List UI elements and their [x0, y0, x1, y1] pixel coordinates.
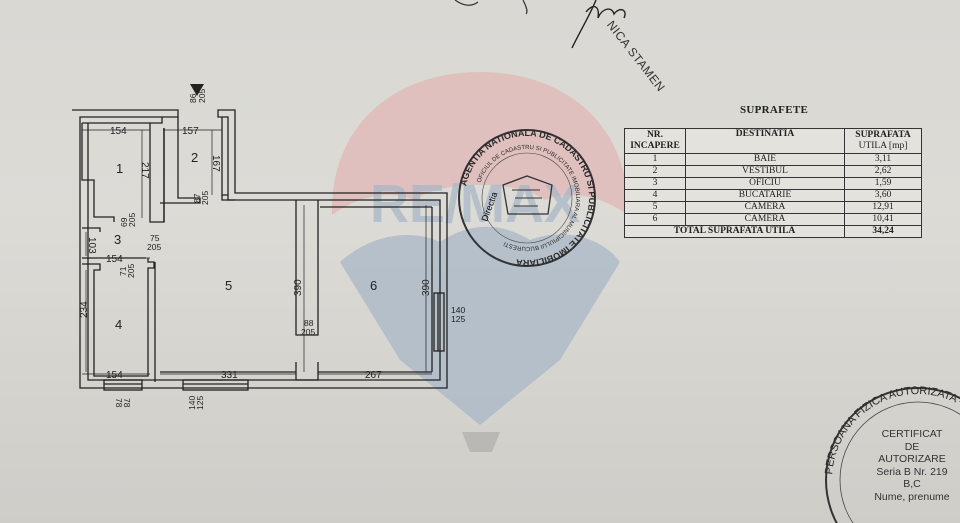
header-suprafata-line1: SUPRAFATA — [855, 130, 911, 140]
dim-window-room4-top: 78 — [114, 398, 124, 408]
dim-door-entrance-bottom: 205 — [197, 89, 207, 103]
dim-room4-height: 234 — [79, 301, 90, 318]
header-suprafata: SUPRAFATA UTILA [mp] — [844, 128, 922, 154]
dim-room1-width: 154 — [110, 126, 127, 137]
dim-door-room3-bottom: 205 — [147, 242, 161, 252]
entrance-arrow-icon — [190, 84, 204, 96]
dim-door-room2-top: 87 — [192, 193, 202, 203]
dim-window-room5-top: 140 — [187, 396, 197, 410]
dim-door-room1-bottom: 205 — [127, 213, 137, 227]
header-nr-incapere: NR. INCAPERE — [624, 128, 686, 154]
dim-room4-bottom-width: 154 — [106, 370, 123, 381]
header-incapere: INCAPERE — [630, 141, 680, 151]
surfaces-table-title: SUPRAFETE — [740, 104, 809, 116]
total-label: TOTAL SUPRAFATA UTILA — [624, 225, 845, 238]
dim-door-room4-top: 71 — [118, 266, 128, 276]
room-label-3: 3 — [114, 232, 121, 247]
cert-lines: CERTIFICAT DE AUTORIZARE Seria B Nr. 219… — [872, 428, 952, 503]
dim-window-room6-top: 140 — [451, 305, 465, 315]
cert-line: CERTIFICAT — [881, 428, 943, 440]
dim-room1-height: 217 — [139, 162, 150, 179]
surfaces-table: NR. INCAPERE DESTINATIA SUPRAFATA UTILA … — [624, 128, 922, 238]
dim-room3-height: 103 — [86, 237, 97, 254]
table-row: 1 BAIE 3,11 — [624, 153, 922, 166]
room-label-1: 1 — [116, 161, 123, 176]
dim-window-room6-bottom: 125 — [451, 314, 465, 324]
table-total-row: TOTAL SUPRAFATA UTILA 34,24 — [624, 225, 922, 238]
header-nr: NR. — [646, 130, 664, 140]
dim-room5-bottom-width: 331 — [221, 370, 238, 381]
dim-window-room4-bottom: 78 — [122, 398, 132, 408]
cert-line: Nume, prenume — [874, 490, 950, 503]
cert-line: DE — [904, 440, 920, 453]
table-row: 4 BUCATARIE 3,60 — [624, 189, 922, 202]
dim-door-room6-top: 88 — [304, 318, 314, 328]
header-suprafata-line2: UTILA [mp] — [858, 141, 908, 151]
header-destinatia: DESTINATIA — [685, 128, 845, 154]
dim-window-room5-bottom: 125 — [195, 396, 205, 410]
room-label-5: 5 — [225, 278, 232, 293]
dim-door-room3-top: 75 — [150, 233, 160, 243]
room-label-6: 6 — [370, 278, 377, 293]
dim-door-room6-bottom: 205 — [301, 327, 315, 337]
dim-room6-bottom-width: 267 — [365, 370, 382, 381]
svg-text:RE/MAX: RE/MAX — [370, 174, 580, 234]
cert-line: AUTORIZARE — [878, 453, 946, 465]
dim-door-entrance-top: 86 — [188, 93, 198, 103]
table-row: 3 OFICIU 1,59 — [624, 177, 922, 190]
dim-room3-bottom-width: 154 — [106, 254, 123, 265]
dim-room2-width: 157 — [182, 126, 199, 137]
dim-door-room2-bottom: 205 — [200, 191, 210, 205]
dim-door-room1-top: 69 — [119, 217, 129, 227]
room-label-4: 4 — [115, 317, 122, 332]
room-label-2: 2 — [191, 150, 198, 165]
dim-room2-height: 167 — [210, 155, 221, 172]
cert-line: B,C — [903, 478, 921, 490]
dim-room6-height: 390 — [421, 279, 432, 296]
dim-room5-height: 390 — [293, 279, 304, 296]
dim-door-room4-bottom: 205 — [126, 264, 136, 278]
total-value: 34,24 — [844, 225, 922, 238]
cert-line: Seria B Nr. 219 — [876, 465, 948, 478]
